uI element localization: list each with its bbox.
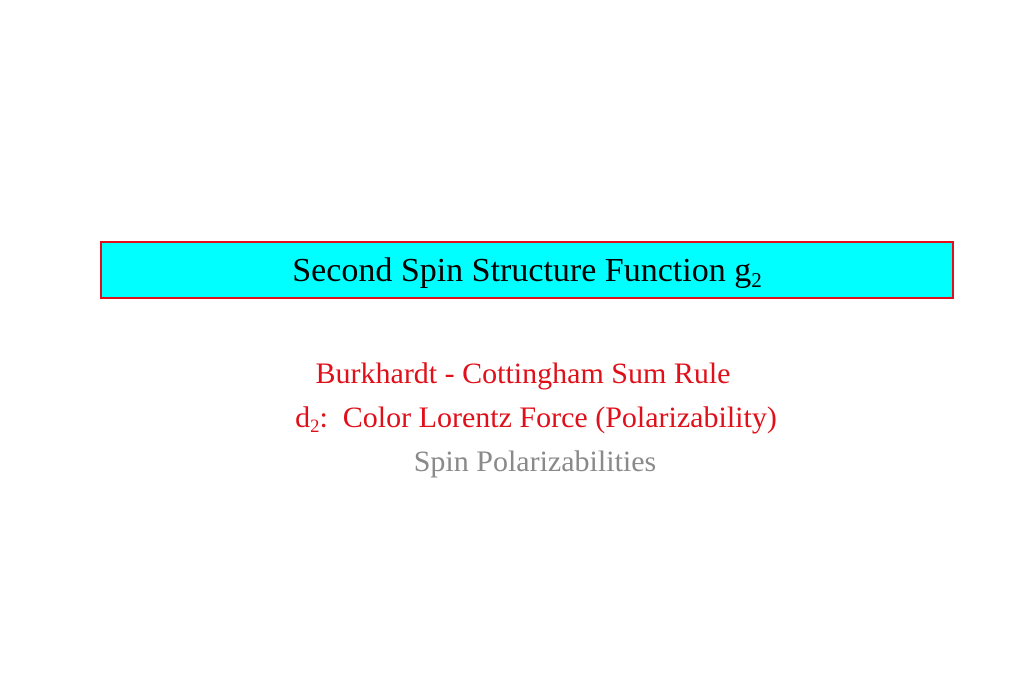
topic-d2-text: : Color Lorentz Force (Polarizability) — [319, 401, 777, 434]
slide-title: Second Spin Structure Function g2 — [292, 252, 762, 291]
topic-spin-polarizabilities: Spin Polarizabilities — [413, 445, 657, 478]
title-box: Second Spin Structure Function g2 — [100, 241, 954, 299]
slide-title-subscript: 2 — [751, 267, 762, 292]
topic-d2-symbol: d — [295, 401, 311, 434]
topic-d2-subscript: 2 — [310, 416, 320, 438]
slide-title-main: Second Spin Structure Function g — [292, 252, 752, 289]
topic-color-lorentz-force: d2: Color Lorentz Force (Polarizability) — [0, 401, 1024, 437]
topic-burkhardt-cottingham: Burkhardt - Cottingham Sum Rule — [315, 357, 731, 390]
